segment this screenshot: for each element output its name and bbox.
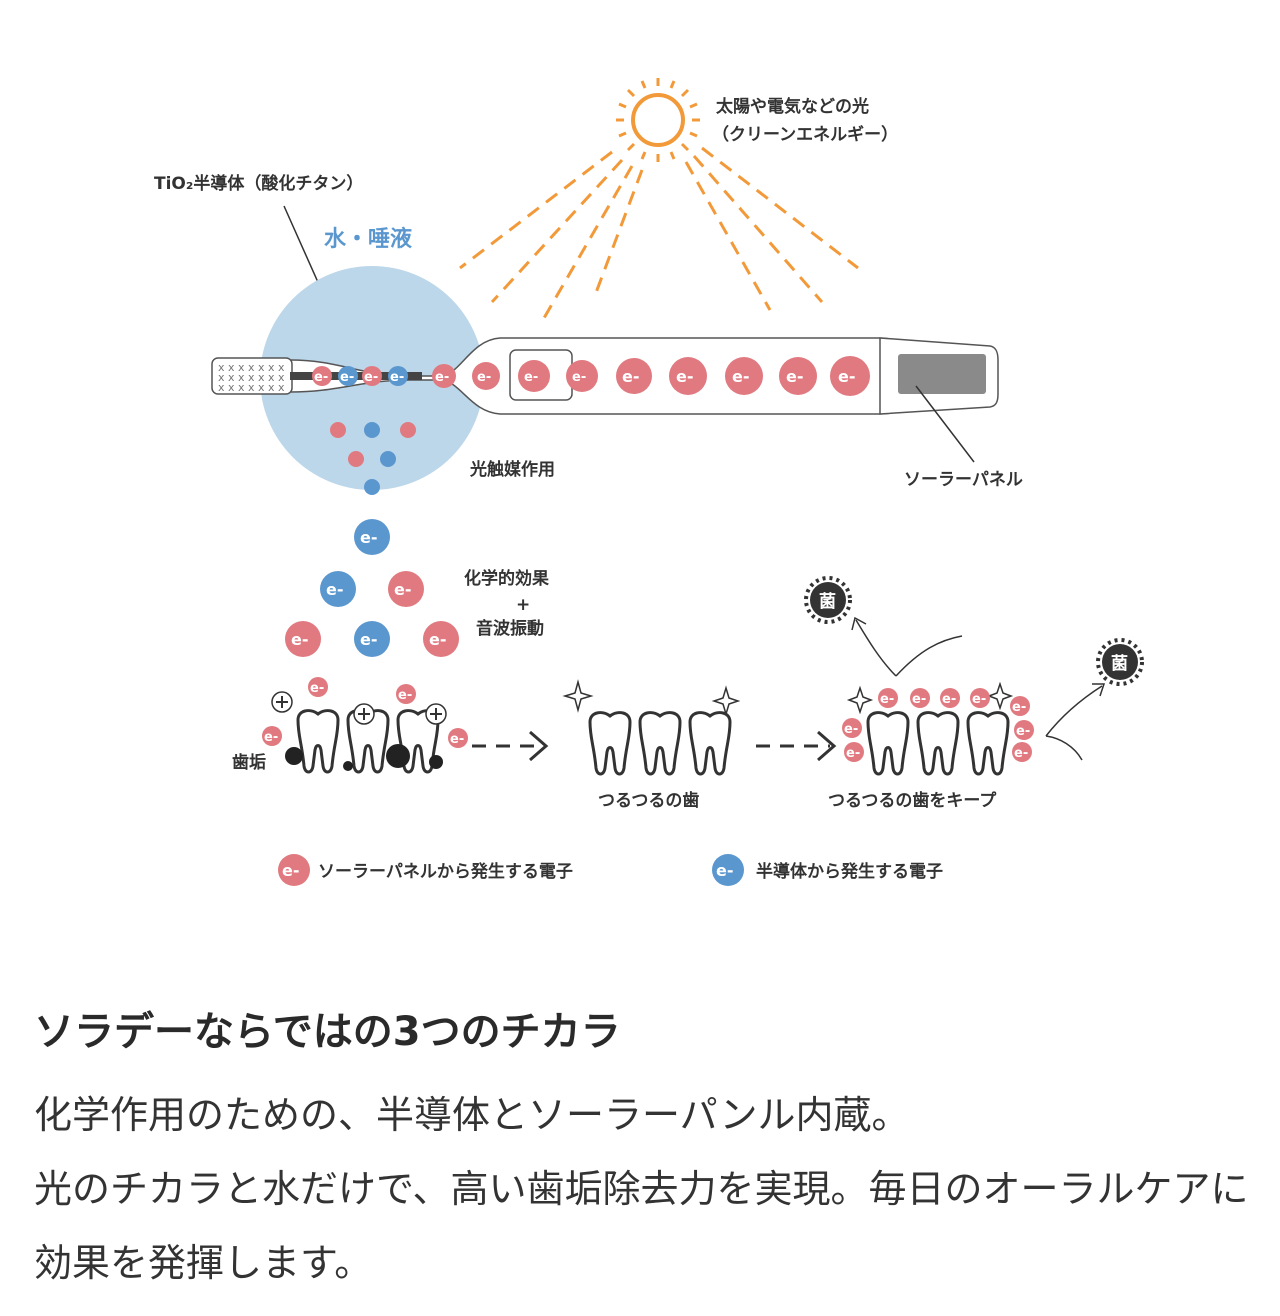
smooth-teeth-label: つるつるの歯 [598,790,699,811]
svg-text:半導体から発生する電子: 半導体から発生する電子 [756,861,943,882]
svg-text:e-: e- [676,367,694,386]
svg-text:e-: e- [310,681,324,696]
svg-text:e-: e- [314,370,328,385]
svg-text:e-: e- [844,722,858,737]
arrow-right-icon [472,730,549,762]
tio2-label: TiO₂半導体（酸化チタン） [154,173,363,194]
svg-text:e-: e- [477,370,491,385]
svg-text:ソーラーパネルから発生する電子: ソーラーパネルから発生する電子 [318,861,573,882]
svg-text:e-: e- [394,580,412,599]
svg-text:菌: 菌 [819,592,836,612]
legend-item-semiconductor: e- 半導体から発生する電子 [712,854,943,886]
toothbrush: x x x x x x x x x x x x x x x x x x x x … [211,337,999,415]
svg-text:e-: e- [786,367,804,386]
germ-icon: 菌 [1096,638,1144,686]
sun-icon [616,78,700,162]
svg-text:e-: e- [838,367,856,386]
svg-text:e-: e- [398,688,412,703]
sun-label: 太陽や電気などの光 （クリーンエネルギー） [712,96,898,145]
section-heading: ソラデーならではの3つのチカラ [34,1009,621,1055]
arrow-right-icon [756,730,837,762]
svg-text:e-: e- [846,746,860,761]
svg-text:e-: e- [880,692,894,707]
solar-panel-pointer [915,385,975,463]
brush-electrons: e- e- e- e- e- e- e- e- e- e- e- e- e- [312,356,870,396]
description-line-1: 化学作用のための、半導体とソーラーパンル内蔵。 [34,1093,910,1137]
svg-text:e-: e- [1012,700,1026,715]
solar-panel [898,354,986,394]
svg-text:菌: 菌 [1111,654,1128,674]
svg-text:e-: e- [572,370,586,385]
photocatalysis-label: 光触媒作用 [469,459,555,480]
svg-text:e-: e- [282,861,300,880]
svg-text:e-: e- [360,630,378,649]
photocatalysis-diagram: 太陽や電気などの光 （クリーンエネルギー） TiO₂半導体（酸化チタン） 水・唾… [154,78,1144,886]
svg-text:e-: e- [732,367,750,386]
sun-rays [459,146,859,319]
svg-text:x x x x x x x: x x x x x x x [218,381,285,394]
svg-text:e-: e- [390,370,404,385]
legend-item-solar: e- ソーラーパネルから発生する電子 [278,854,573,886]
description: ソラデーならではの3つのチカラ 化学作用のための、半導体とソーラーパンル内蔵。 … [34,1000,1254,1300]
svg-text:x x x x x x x: x x x x x x x [218,371,285,384]
reaction-dots [330,422,416,495]
teeth-with-plaque: e- e- e- e- [262,677,468,774]
svg-text:音波振動: 音波振動 [476,618,544,639]
svg-text:e-: e- [435,370,449,385]
smooth-teeth [562,679,741,776]
svg-text:e-: e- [972,692,986,707]
svg-text:e-: e- [622,367,640,386]
keep-smooth-label: つるつるの歯をキープ [828,790,997,811]
solar-panel-label: ソーラーパネル [904,470,1023,490]
svg-text:e-: e- [1016,724,1030,739]
repel-arrows [851,616,1106,761]
plaque-label: 歯垢 [232,752,266,773]
svg-text:e-: e- [340,370,354,385]
svg-text:e-: e- [942,692,956,707]
svg-text:x x x x x x x: x x x x x x x [218,361,285,374]
svg-text:e-: e- [364,370,378,385]
svg-text:e-: e- [264,730,278,745]
water-label: 水・唾液 [324,226,412,252]
effect-label: 化学的効果 + 音波振動 [464,568,549,639]
svg-text:e-: e- [429,630,447,649]
svg-text:+: + [516,595,530,615]
brush-bristles: x x x x x x x x x x x x x x x x x x x x … [218,361,285,394]
svg-text:e-: e- [360,528,378,547]
electron-pyramid: e- e- e- e- e- e- [285,519,459,657]
svg-text:（クリーンエネルギー）: （クリーンエネルギー） [712,124,898,145]
description-line-2: 光のチカラと水だけで、高い歯垢除去力を実現。毎日のオーラルケアに効果を発揮します… [34,1167,1249,1285]
svg-text:e-: e- [524,370,538,385]
svg-text:太陽や電気などの光: 太陽や電気などの光 [716,96,869,117]
svg-text:e-: e- [912,692,926,707]
legend: e- ソーラーパネルから発生する電子 e- 半導体から発生する電子 [278,854,943,886]
svg-text:化学的効果: 化学的効果 [464,568,549,589]
svg-text:e-: e- [716,861,734,880]
svg-text:e-: e- [450,732,464,747]
svg-text:e-: e- [326,580,344,599]
svg-text:e-: e- [291,630,309,649]
svg-text:e-: e- [1014,746,1028,761]
protected-teeth: e- e- e- e- e- e- e- e- e- [842,681,1034,776]
germ-icon: 菌 [804,576,852,624]
